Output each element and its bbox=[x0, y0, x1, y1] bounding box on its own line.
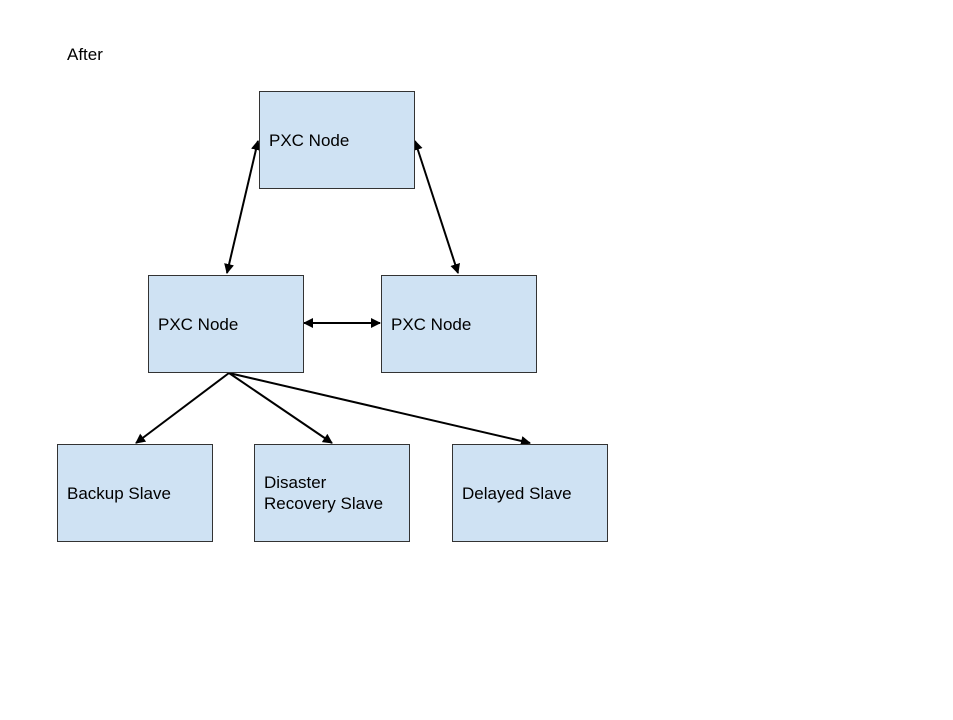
node-label: PXC Node bbox=[269, 130, 350, 150]
node-pxc-top: PXC Node bbox=[259, 91, 415, 189]
node-label: Backup Slave bbox=[67, 483, 171, 503]
node-label: Disaster Recovery Slave bbox=[264, 473, 384, 513]
node-label: Delayed Slave bbox=[462, 483, 572, 503]
connector-left-backup bbox=[135, 372, 230, 444]
node-disaster-recovery-slave: Disaster Recovery Slave bbox=[254, 444, 410, 542]
connector-left-disaster-recovery bbox=[228, 372, 333, 444]
node-pxc-left: PXC Node bbox=[148, 275, 304, 373]
connector-top-left bbox=[224, 140, 261, 274]
node-label: PXC Node bbox=[158, 314, 239, 334]
connector-top-right bbox=[413, 140, 460, 274]
diagram-label: After bbox=[67, 45, 103, 64]
connector-left-delayed bbox=[228, 372, 531, 446]
node-label: PXC Node bbox=[391, 314, 472, 334]
node-pxc-right: PXC Node bbox=[381, 275, 537, 373]
node-backup-slave: Backup Slave bbox=[57, 444, 213, 542]
node-delayed-slave: Delayed Slave bbox=[452, 444, 608, 542]
